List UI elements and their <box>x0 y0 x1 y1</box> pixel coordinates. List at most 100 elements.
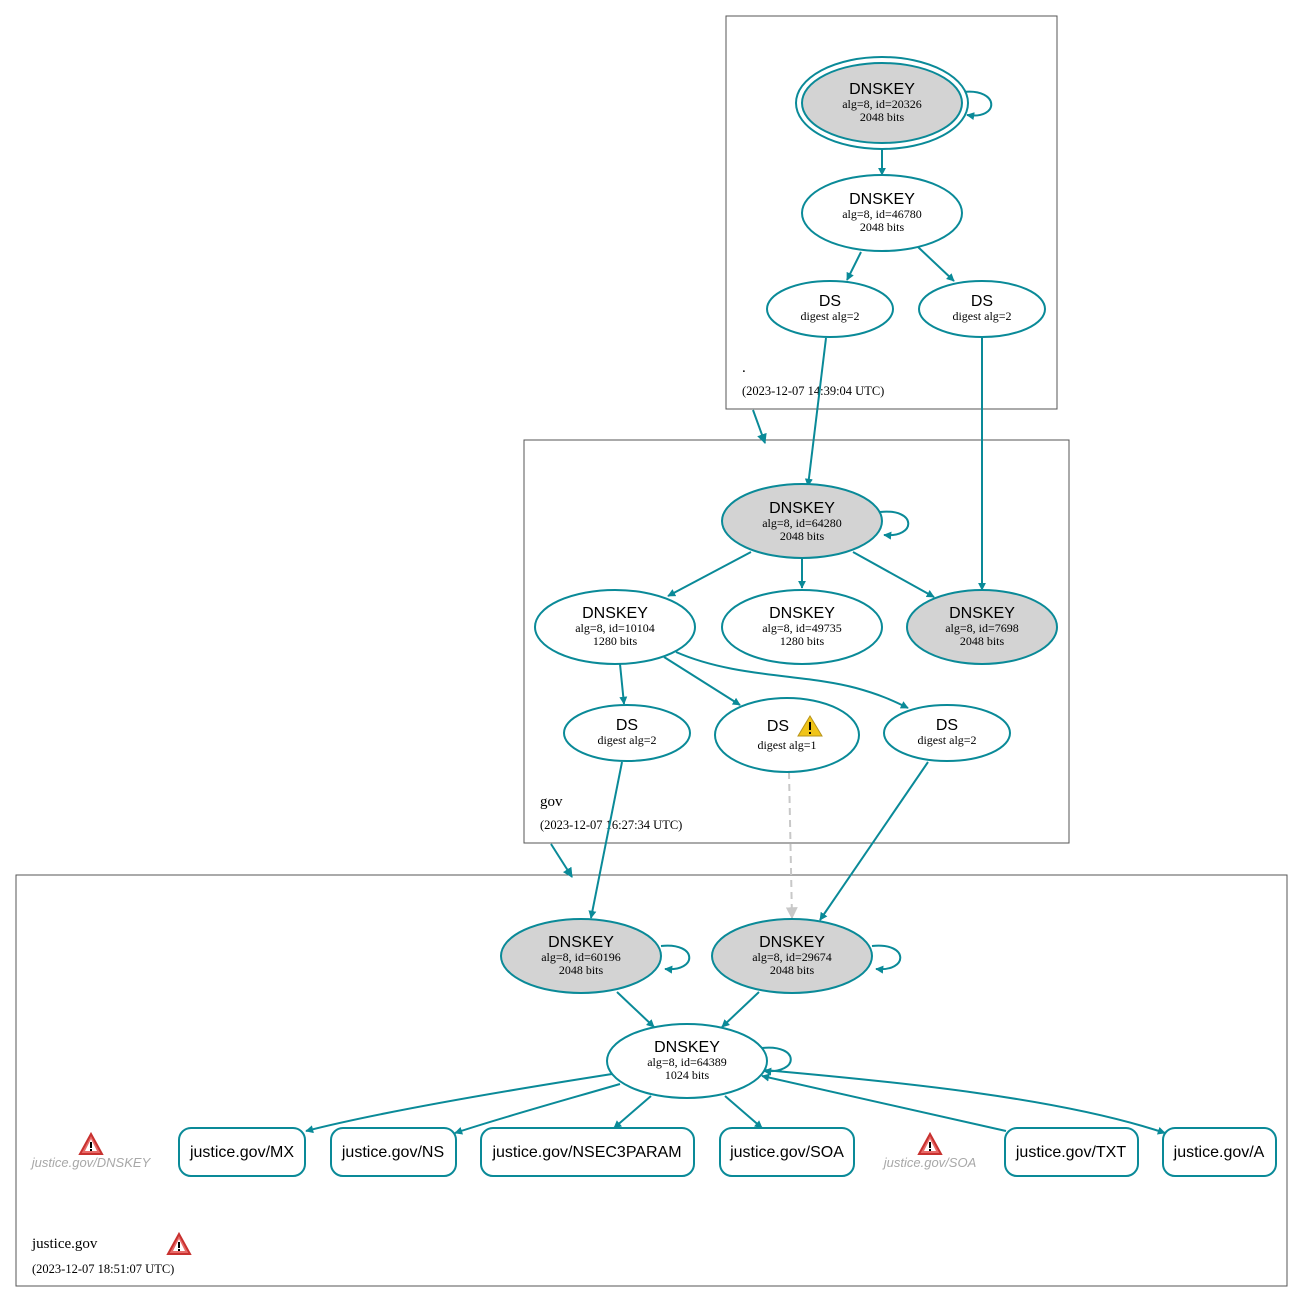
zone-gov-box <box>523 439 1070 844</box>
gov-ds3-digest: digest alg=2 <box>917 733 976 747</box>
warning-triangle-icon <box>797 715 823 737</box>
rrset-a-label: justice.gov/A <box>1173 1144 1265 1161</box>
jg-ksk1-bits: 2048 bits <box>559 963 604 977</box>
gov-zsk1-bits: 1280 bits <box>593 634 638 648</box>
root-ds2-type: DS <box>971 293 993 310</box>
edge-gov-zsk1-to-ds2 <box>663 656 741 706</box>
root-ds2-digest: digest alg=2 <box>952 309 1011 323</box>
rrset-soa-node[interactable]: justice.gov/SOA <box>719 1127 855 1177</box>
gov-ksk2-type: DNSKEY <box>949 605 1015 622</box>
jg-zsk-type: DNSKEY <box>654 1039 720 1056</box>
delegation-arrow-gov-justice <box>550 843 573 878</box>
rrset-txt-label: justice.gov/TXT <box>1015 1144 1126 1161</box>
gov-zsk2-alg: alg=8, id=49735 <box>762 621 842 635</box>
gov-ksk1-type: DNSKEY <box>769 500 835 517</box>
gov-ksk2-bits: 2048 bits <box>960 634 1005 648</box>
rrset-mx-label: justice.gov/MX <box>189 1144 294 1161</box>
gov-ds2-node[interactable]: DS digest alg=1 <box>714 697 860 773</box>
zone-gov-timestamp: (2023-12-07 16:27:34 UTC) <box>540 818 682 832</box>
jg-ksk2-node[interactable]: DNSKEY alg=8, id=29674 2048 bits <box>711 918 873 994</box>
root-ksk-alg: alg=8, id=20326 <box>842 97 922 111</box>
gov-ds2-type: DS <box>767 718 789 735</box>
root-zsk-alg: alg=8, id=46780 <box>842 207 922 221</box>
error-triangle-icon <box>78 1131 104 1155</box>
rrset-mx-node[interactable]: justice.gov/MX <box>178 1127 306 1177</box>
edge-jg-ksk1-self <box>660 944 691 974</box>
rrset-nsec3param-node[interactable]: justice.gov/NSEC3PARAM <box>480 1127 695 1177</box>
gov-ds2-digest: digest alg=1 <box>757 738 816 752</box>
root-ksk-bits: 2048 bits <box>860 110 905 124</box>
gov-zsk2-type: DNSKEY <box>769 605 835 622</box>
gov-zsk1-alg: alg=8, id=10104 <box>575 621 655 635</box>
edge-gov-ds3-to-jg-ksk2 <box>819 761 929 921</box>
jg-zsk-node[interactable]: DNSKEY alg=8, id=64389 1024 bits <box>606 1023 768 1099</box>
edge-jg-zsk-to-soa <box>724 1095 763 1129</box>
edge-jg-zsk-to-mx <box>305 1073 613 1134</box>
zone-gov-name: gov <box>540 794 563 810</box>
jg-ksk2-alg: alg=8, id=29674 <box>752 950 832 964</box>
rrset-soa-label: justice.gov/SOA <box>729 1144 844 1161</box>
edge-gov-ksk1-to-ksk2 <box>852 551 935 598</box>
rrset-ns-label: justice.gov/NS <box>341 1144 444 1161</box>
gov-ds1-digest: digest alg=2 <box>597 733 656 747</box>
jg-ksk1-type: DNSKEY <box>548 934 614 951</box>
edge-jg-zsk-to-ns <box>454 1083 621 1135</box>
zone-justice-name: justice.gov <box>31 1236 98 1252</box>
root-zsk-bits: 2048 bits <box>860 220 905 234</box>
edge-root-zsk-to-ds1 <box>846 251 862 281</box>
edge-gov-ksk1-self <box>879 510 910 540</box>
error-dnskey-node[interactable]: justice.gov/DNSKEY <box>30 1131 152 1170</box>
edge-txt-to-jg-zsk <box>761 1073 1007 1132</box>
rrset-a-node[interactable]: justice.gov/A <box>1162 1127 1277 1177</box>
jg-ksk1-node[interactable]: DNSKEY alg=8, id=60196 2048 bits <box>500 918 662 994</box>
gov-ds1-node[interactable]: DS digest alg=2 <box>563 704 691 762</box>
error-soa-label: justice.gov/SOA <box>882 1155 977 1170</box>
jg-ksk2-bits: 2048 bits <box>770 963 815 977</box>
rrset-nsec3param-label: justice.gov/NSEC3PARAM <box>491 1144 681 1161</box>
error-triangle-icon <box>917 1131 943 1155</box>
error-soa-node[interactable]: justice.gov/SOA <box>882 1131 977 1170</box>
edge-gov-zsk1-to-ds3 <box>675 651 909 709</box>
gov-ds1-type: DS <box>616 717 638 734</box>
jg-ksk2-type: DNSKEY <box>759 934 825 951</box>
edge-gov-zsk1-to-ds1 <box>619 663 628 705</box>
gov-ds3-type: DS <box>936 717 958 734</box>
edge-gov-ksk1-to-zsk1 <box>667 551 752 597</box>
zone-justice-box <box>15 874 1288 1287</box>
edge-jg-zsk-to-a <box>763 1069 1166 1135</box>
root-ds1-type: DS <box>819 293 841 310</box>
zone-justice-timestamp: (2023-12-07 18:51:07 UTC) <box>32 1262 174 1276</box>
edge-root-ds1-to-gov-ksk1 <box>804 337 827 487</box>
edge-root-ksk-self <box>962 90 993 121</box>
error-triangle-icon <box>166 1231 192 1255</box>
gov-ds3-node[interactable]: DS digest alg=2 <box>883 704 1011 762</box>
rrset-ns-node[interactable]: justice.gov/NS <box>330 1127 457 1177</box>
gov-ksk1-alg: alg=8, id=64280 <box>762 516 842 530</box>
gov-ksk2-node[interactable]: DNSKEY alg=8, id=7698 2048 bits <box>906 589 1058 665</box>
root-zsk-node[interactable]: DNSKEY alg=8, id=46780 2048 bits <box>801 174 963 252</box>
rrset-txt-node[interactable]: justice.gov/TXT <box>1004 1127 1139 1177</box>
edge-root-zsk-to-ds2 <box>917 246 955 282</box>
gov-zsk2-node[interactable]: DNSKEY alg=8, id=49735 1280 bits <box>721 589 883 665</box>
delegation-arrow-root-gov <box>752 409 767 444</box>
edge-jg-ksk2-to-zsk <box>721 991 760 1028</box>
edge-gov-ds1-to-jg-ksk1 <box>588 761 623 919</box>
gov-zsk1-node[interactable]: DNSKEY alg=8, id=10104 1280 bits <box>534 589 696 665</box>
root-ds2-node[interactable]: DS digest alg=2 <box>918 280 1046 338</box>
edge-jg-ksk1-to-zsk <box>616 991 655 1028</box>
gov-ksk2-alg: alg=8, id=7698 <box>945 621 1019 635</box>
edge-jg-zsk-to-nsec3param <box>613 1095 652 1129</box>
root-ksk-type: DNSKEY <box>849 81 915 98</box>
zone-root-timestamp: (2023-12-07 14:39:04 UTC) <box>742 384 884 398</box>
root-ds1-node[interactable]: DS digest alg=2 <box>766 280 894 338</box>
gov-zsk2-bits: 1280 bits <box>780 634 825 648</box>
edge-gov-ds2-to-jg-ksk2-dashed <box>785 771 798 920</box>
zone-root-box <box>725 15 1058 410</box>
jg-ksk1-alg: alg=8, id=60196 <box>541 950 621 964</box>
gov-ksk1-node[interactable]: DNSKEY alg=8, id=64280 2048 bits <box>721 483 883 559</box>
root-ksk-node[interactable]: DNSKEY alg=8, id=20326 2048 bits <box>795 56 969 150</box>
zone-root-name: . <box>742 360 746 376</box>
jg-zsk-bits: 1024 bits <box>665 1068 710 1082</box>
root-ds1-digest: digest alg=2 <box>800 309 859 323</box>
